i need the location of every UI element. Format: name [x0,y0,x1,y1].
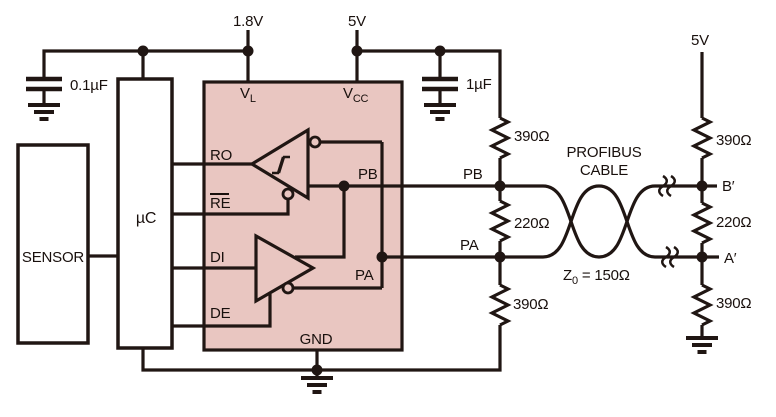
microcontroller-block [116,77,174,350]
junction-dot [311,364,323,376]
capacitor-c1-icon [26,79,62,89]
cable-name-line2: CABLE [580,162,628,179]
junction-dot [494,180,506,192]
pin-de-label: DE [210,305,231,322]
ground-icon [684,336,720,354]
driver-inverting-bubble-icon [281,281,295,295]
junction-dot [494,251,506,263]
resistor-remote-220-icon [692,201,712,245]
wire-1v8-rail [42,49,248,77]
wire-de [172,294,272,328]
pin-vl-label: VL [240,85,256,105]
junction-dot [434,45,446,57]
pin-ro-label: RO [210,147,232,164]
wire-5v-rail [357,49,502,118]
bus-pa-label: PA [460,237,479,254]
wire-pb-bus-twisted-pair [308,184,702,259]
ground-icon [299,376,335,394]
ground-icon [26,103,62,121]
receiver-inverting-bubble-icon [308,135,322,149]
junction-dot [338,180,350,192]
sensor-label: SENSOR [22,249,85,266]
pin-pa-label: PA [355,267,374,284]
resistor-remote-390-top-label: 390Ω [716,132,751,149]
supply-1v8-label: 1.8V [233,13,263,30]
pin-re-label: RE [210,195,231,212]
resistor-local-390-bottom-label: 390Ω [513,296,548,313]
pin-pb-label: PB [358,166,378,183]
remote-supply-5v-label: 5V [691,32,709,49]
resistor-local-390-bottom-icon [490,283,510,327]
wire-pa-bus-twisted-pair [382,184,702,259]
junction-dot [351,45,363,57]
receiver-enable-bubble-icon [281,187,295,201]
sensor-block [16,143,90,345]
junction-dot [696,251,708,263]
pin-gnd-label: GND [300,331,333,348]
cable-name-line1: PROFIBUS [566,144,641,161]
resistor-local-390-top-label: 390Ω [514,128,549,145]
pin-di-label: DI [210,249,225,266]
junction-dot [137,45,149,57]
terminal-b-label: B′ [722,178,735,195]
resistor-remote-390-bottom-label: 390Ω [716,295,751,312]
resistor-remote-390-top-icon [692,116,712,160]
wire-re [172,199,290,216]
resistor-local-390-top-icon [490,116,510,160]
junction-dot [242,45,254,57]
junction-dot [696,180,708,192]
resistor-local-220-icon [490,199,510,243]
microcontroller-label: µC [136,210,156,227]
cable-impedance-label: Z0 = 150Ω [563,267,630,287]
bus-pb-label: PB [463,166,483,183]
ground-icon [422,103,458,121]
junction-dot [376,251,388,263]
wire-driver-noninverting-out [295,186,346,259]
resistor-local-220-label: 220Ω [514,215,549,232]
supply-5v-label: 5V [348,13,366,30]
pin-vcc-label: VCC [343,85,369,105]
resistor-remote-390-bottom-icon [692,283,712,327]
transceiver-chip-body [202,80,404,352]
terminal-a-label: A′ [724,250,737,267]
schmitt-hysteresis-icon [277,155,290,174]
capacitor-c1-label: 0.1µF [70,77,108,94]
resistor-remote-220-label: 220Ω [716,214,751,231]
capacitor-c2-icon [422,79,458,89]
capacitor-c2-label: 1µF [466,76,492,93]
